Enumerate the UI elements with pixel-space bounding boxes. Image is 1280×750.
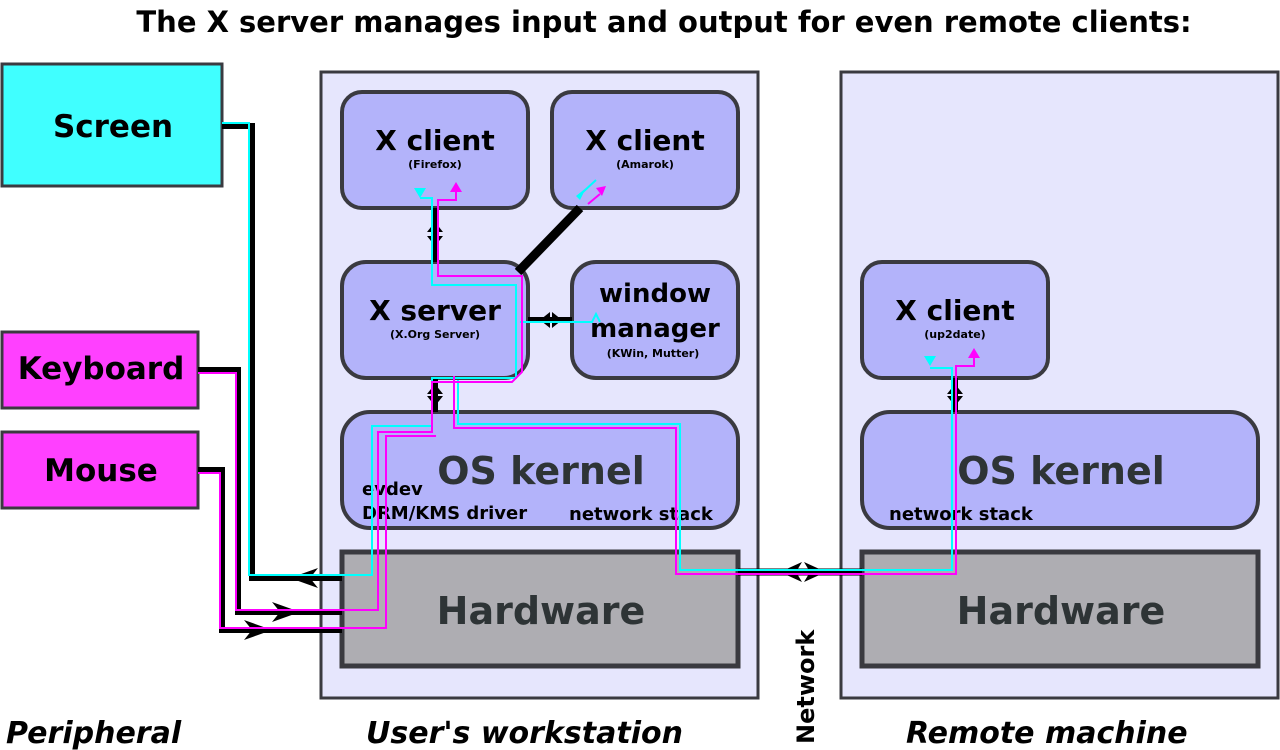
x-client-firefox-subtitle: (Firefox) <box>408 158 462 171</box>
network-arrow-right <box>804 562 826 582</box>
network-stack-label: network stack <box>569 504 714 525</box>
caption-workstation: User's workstation <box>366 716 683 750</box>
mouse-label: Mouse <box>44 453 158 489</box>
x-client-up2date-title: X client <box>895 294 1014 327</box>
mouse-device: Mouse <box>0 430 200 510</box>
remote-network-stack-label: network stack <box>889 504 1034 525</box>
screen-arrowhead <box>290 568 318 588</box>
caption-peripheral: Peripheral <box>6 716 182 750</box>
input-flow-lines <box>198 192 975 629</box>
keyboard-device: Keyboard <box>0 330 200 410</box>
caption-remote: Remote machine <box>906 716 1188 750</box>
amarok-xserver-link <box>514 204 584 276</box>
x-client-amarok-subtitle: (Amarok) <box>616 158 674 171</box>
amarok-input-arrow <box>596 186 606 196</box>
x-client-up2date: X client (up2date) <box>860 260 1050 380</box>
network-arrow-left <box>780 562 802 582</box>
mouse-arrowhead <box>244 620 272 640</box>
keyboard-arrowhead <box>272 602 300 622</box>
up2date-output-arrow <box>924 356 936 366</box>
x-client-firefox-title: X client <box>375 124 494 157</box>
screen-label: Screen <box>53 109 173 145</box>
wm-link-arrow-left <box>540 312 550 328</box>
keyboard-label: Keyboard <box>18 351 185 387</box>
x-server: X server (X.Org Server) <box>340 260 530 380</box>
amarok-output-arrow <box>576 188 586 200</box>
os-kernel-remote: OS kernel network stack <box>860 410 1260 530</box>
window-manager: window manager (KWin, Mutter) <box>570 260 740 380</box>
mouse-cable <box>198 467 342 633</box>
x-server-subtitle: (X.Org Server) <box>390 328 480 341</box>
wm-title-line1: window <box>599 279 711 309</box>
hardware-workstation: Hardware <box>339 549 741 669</box>
remote-hardware-label: Hardware <box>957 589 1166 633</box>
flow-arrowheads <box>414 182 980 366</box>
network-label: Network <box>792 629 820 744</box>
x-client-amarok-title: X client <box>585 124 704 157</box>
wm-title-line2: manager <box>590 314 720 344</box>
firefox-output-arrow <box>414 188 426 198</box>
x-client-up2date-subtitle: (up2date) <box>924 328 985 341</box>
up2date-input-arrow <box>968 348 980 358</box>
remote-kernel-title: OS kernel <box>957 449 1165 493</box>
x-client-firefox: X client (Firefox) <box>340 90 530 210</box>
hardware-label: Hardware <box>437 589 646 633</box>
wm-subtitle: (KWin, Mutter) <box>607 347 700 360</box>
x-server-title: X server <box>369 294 501 327</box>
kernel-title: OS kernel <box>437 449 645 493</box>
screen-device: Screen <box>0 62 224 188</box>
firefox-input-arrow <box>450 182 462 192</box>
diagram-title: The X server manages input and output fo… <box>136 5 1191 39</box>
os-kernel-workstation: OS kernel evdev DRM/KMS driver network s… <box>340 410 740 530</box>
x-client-amarok: X client (Amarok) <box>550 90 740 210</box>
drm-kms-label: DRM/KMS driver <box>362 503 527 524</box>
wm-link-arrow-right <box>552 312 562 328</box>
